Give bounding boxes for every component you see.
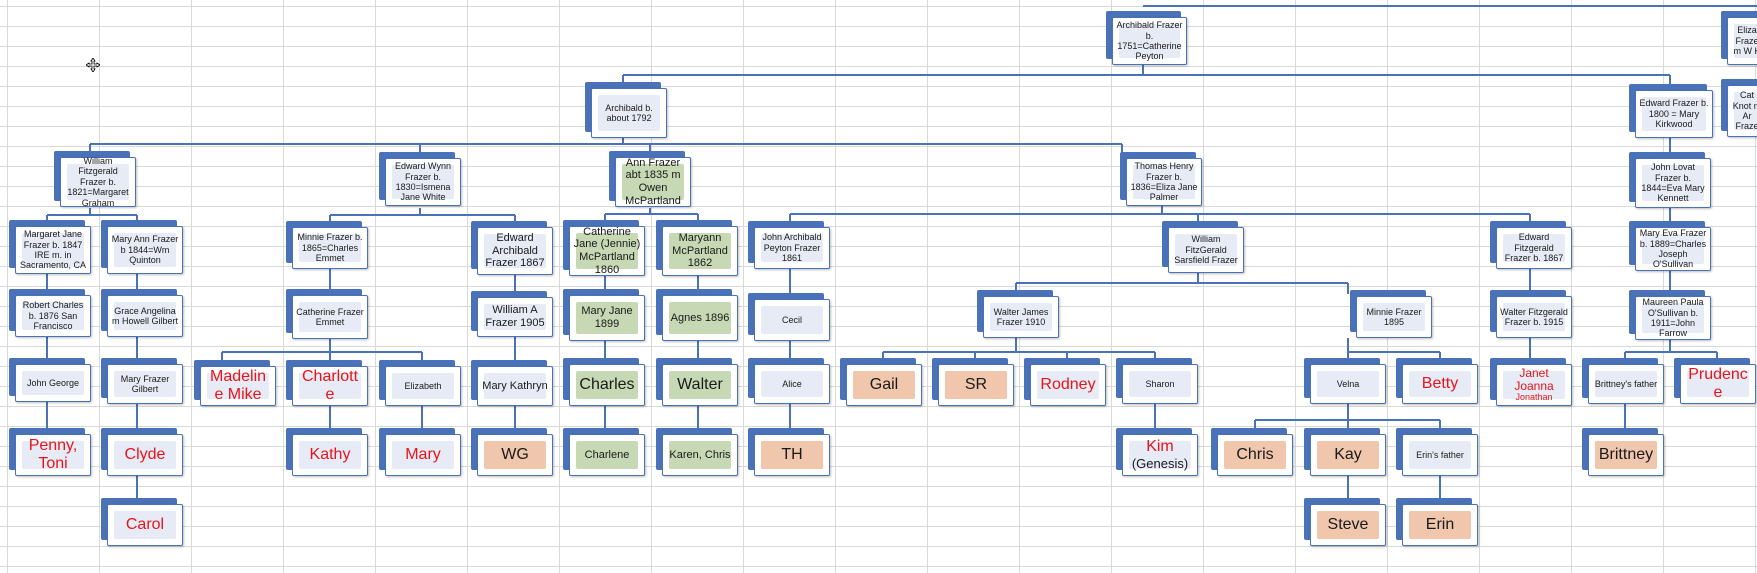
node-gail[interactable]: Gail	[840, 358, 922, 406]
node-maureen-paula-1911[interactable]: Maureen Paula O'Sullivan b. 1911=John Fa…	[1629, 290, 1711, 340]
node-mary-jane-1899[interactable]: Mary Jane 1899	[563, 289, 645, 341]
node-sr[interactable]: SR	[932, 358, 1014, 406]
node-elizabeth[interactable]: Elizabeth	[379, 360, 461, 406]
node-edward-archibald-1867[interactable]: Edward Archibald Frazer 1867	[471, 221, 553, 275]
node-margaret-jane-1847[interactable]: Margaret Jane Frazer b. 1847 IRE m. in S…	[9, 220, 91, 274]
node-janet-joanna-jonathan[interactable]: Janet Joanna Jonathan	[1490, 358, 1572, 406]
node-william-fitzgerald-1821[interactable]: William Fitzgerald Frazer b. 1821=Margar…	[54, 151, 136, 208]
node-maryann-1862[interactable]: Maryann McPartland 1862	[656, 220, 738, 276]
move-cursor-icon	[86, 58, 100, 72]
node-wg[interactable]: WG	[471, 428, 553, 476]
node-brittney[interactable]: Brittney	[1582, 428, 1664, 476]
node-kim-genesis[interactable]: Kim (Genesis)	[1116, 428, 1198, 476]
node-prudence[interactable]: Prudenc e	[1674, 358, 1756, 404]
node-archibald-frazer-1751[interactable]: Archibald Frazer b. 1751=Catherine Peyto…	[1106, 11, 1187, 65]
node-clyde[interactable]: Clyde	[101, 428, 183, 476]
node-grace-angelina[interactable]: Grace Angelina m Howell Gilbert	[101, 289, 183, 337]
node-sharon[interactable]: Sharon	[1116, 358, 1198, 404]
node-william-fitzgerald-sarsfield[interactable]: William FitzGerald Sarsfield Frazer	[1162, 221, 1244, 273]
kim-label: Kim	[1146, 438, 1174, 456]
node-walter-james-1910[interactable]: Walter James Frazer 1910	[977, 290, 1059, 338]
node-edward-fitzgerald-1867[interactable]: Edward Fitzgerald Frazer b. 1867	[1490, 221, 1572, 269]
node-minnie-frazer-1865[interactable]: Minnie Frazer b. 1865=Charles Emmet	[286, 221, 368, 269]
node-kay[interactable]: Kay	[1304, 428, 1386, 476]
node-betty[interactable]: Betty	[1396, 358, 1478, 404]
node-carol[interactable]: Carol	[101, 498, 183, 546]
node-mary-kathryn[interactable]: Mary Kathryn	[471, 360, 553, 406]
node-cecil[interactable]: Cecil	[748, 293, 830, 341]
node-edward-frazer-1800[interactable]: Edward Frazer b. 1800 = Mary Kirkwood	[1629, 84, 1713, 138]
node-chris[interactable]: Chris	[1211, 428, 1293, 476]
node-kathy[interactable]: Kathy	[286, 428, 368, 476]
node-walter-fitzgerald-1915[interactable]: Walter Fitzgerald Frazer b. 1915	[1490, 290, 1572, 338]
node-steve[interactable]: Steve	[1304, 498, 1386, 546]
node-john-george[interactable]: John George	[9, 358, 91, 402]
node-charlene[interactable]: Charlene	[563, 428, 645, 476]
node-archibald-1792[interactable]: Archibald b. about 1792	[585, 82, 667, 138]
jonathan-label: Jonathan	[1515, 392, 1553, 403]
node-catherine-knot[interactable]: Cat Knot m Ar Fraze	[1721, 79, 1757, 137]
node-charles[interactable]: Charles	[563, 358, 645, 406]
node-edward-wynn-1830[interactable]: Edward Wynn Frazer b. 1830=Ismena Jane W…	[379, 152, 461, 206]
node-minnie-frazer-1895[interactable]: Minnie Frazer 1895	[1350, 290, 1432, 338]
node-penny-toni[interactable]: Penny, Toni	[9, 428, 91, 476]
node-alice[interactable]: Alice	[748, 358, 830, 404]
node-karen-chris[interactable]: Karen, Chris	[656, 428, 738, 476]
node-john-lovat-1844[interactable]: John Lovat Frazer b. 1844=Eva Mary Kenne…	[1629, 152, 1711, 208]
joanna-label: Joanna	[1514, 379, 1554, 394]
node-thomas-henry-1836[interactable]: Thomas Henry Frazer b. 1836=Eliza Jane P…	[1120, 152, 1202, 206]
node-mary-ann-1844[interactable]: Mary Ann Frazer b 1844=Wm Quinton	[101, 220, 183, 274]
node-walter[interactable]: Walter	[656, 358, 738, 406]
node-mary[interactable]: Mary	[379, 428, 461, 476]
node-eliza-frazer[interactable]: Eliza Fraze m W K	[1721, 11, 1757, 65]
genesis-label: (Genesis)	[1131, 455, 1189, 471]
janet-label: Janet	[1519, 365, 1549, 380]
node-catherine-frazer-emmet[interactable]: Catherine Frazer Emmet	[286, 289, 368, 339]
node-john-archibald-1861[interactable]: John Archibald Peyton Frazer 1861	[748, 221, 830, 269]
node-mary-eva-1889[interactable]: Mary Eva Frazer b. 1889=Charles Joseph O…	[1629, 221, 1711, 271]
node-robert-charles-1876[interactable]: Robert Charles b. 1876 San Francisco	[9, 289, 91, 337]
node-erins-father[interactable]: Erin's father	[1396, 428, 1478, 476]
node-brittneys-father[interactable]: Brittney's father	[1582, 358, 1664, 404]
node-catherine-jennie-1860[interactable]: Catherine Jane (Jennie) McPartland 1860	[563, 220, 645, 276]
node-ann-frazer-1835[interactable]: Ann Frazer abt 1835 m Owen McPartland	[609, 151, 691, 207]
node-erin[interactable]: Erin	[1396, 498, 1478, 546]
node-mary-frazer-gilbert[interactable]: Mary Frazer Gilbert	[101, 358, 183, 404]
node-madeline-mike[interactable]: Madelin e Mike	[194, 360, 276, 406]
node-william-a-1905[interactable]: William A Frazer 1905	[471, 291, 553, 337]
node-charlotte[interactable]: Charlott e	[286, 360, 368, 406]
node-rodney[interactable]: Rodney	[1024, 358, 1106, 406]
node-agnes-1896[interactable]: Agnes 1896	[656, 289, 738, 341]
node-th[interactable]: TH	[748, 428, 830, 476]
node-velna[interactable]: Velna	[1304, 358, 1386, 404]
